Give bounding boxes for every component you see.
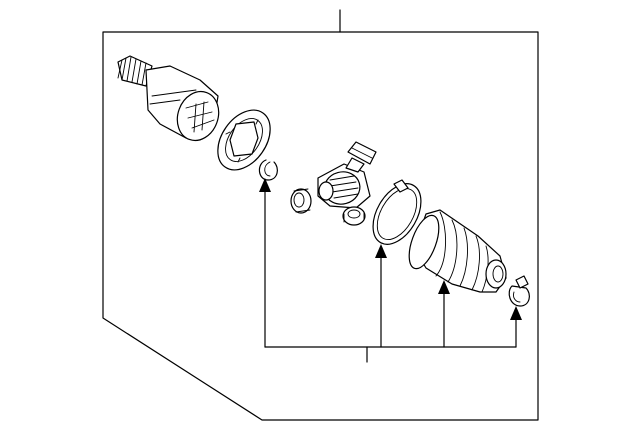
snap-ring-icon[interactable]: [258, 159, 278, 181]
small-clamp-icon[interactable]: [508, 275, 530, 307]
arrow-boot: [438, 280, 450, 294]
roller-icon[interactable]: [290, 188, 312, 214]
bearing-cage-icon[interactable]: [207, 100, 281, 179]
arrow-clamp: [375, 244, 387, 258]
roller-icon[interactable]: [342, 206, 366, 226]
cv-joint-housing-icon[interactable]: [117, 55, 225, 146]
tripod-spider-icon[interactable]: [317, 141, 377, 209]
arrow-small-clamp: [510, 306, 522, 320]
callout-bracket: [259, 178, 522, 363]
arrow-snap-ring: [259, 178, 271, 192]
cv-boot-icon[interactable]: [403, 209, 507, 293]
boundary-frame: [102, 31, 539, 421]
boot-clamp-icon[interactable]: [363, 175, 431, 252]
